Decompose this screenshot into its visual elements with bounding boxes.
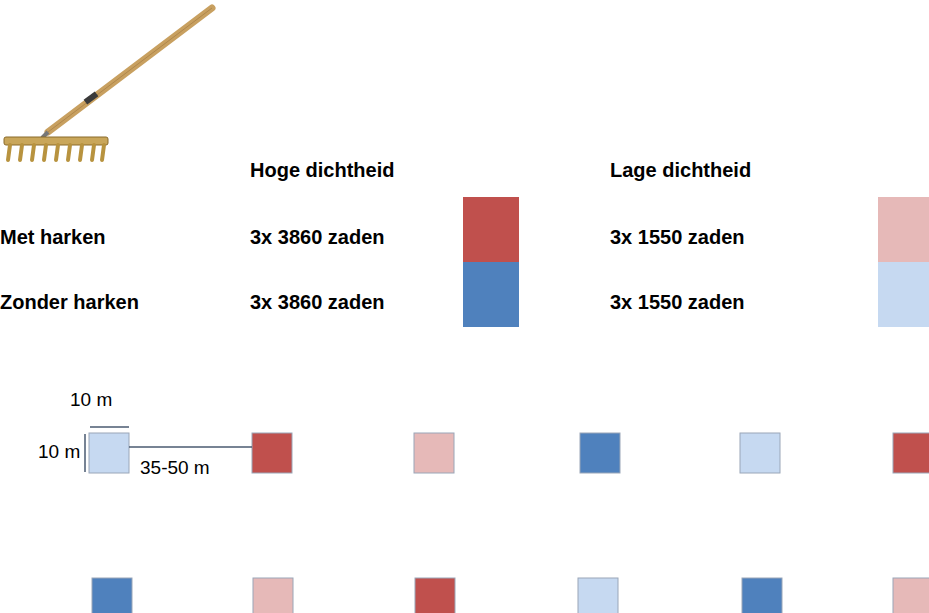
legend-text: 3x 1550 zaden: [610, 290, 745, 314]
dimension-label: 35-50 m: [140, 456, 210, 480]
row-header: Zonder harken: [0, 290, 139, 314]
legend-text: 3x 1550 zaden: [610, 225, 745, 249]
legend-swatch: [878, 197, 929, 262]
dimension-label: 10 m: [38, 440, 80, 464]
legend-swatch: [463, 197, 519, 262]
column-header: Hoge dichtheid: [250, 158, 394, 182]
column-header: Lage dichtheid: [610, 158, 751, 182]
legend-swatch: [878, 262, 929, 327]
plot-layout: [89, 433, 929, 613]
rake-illustration: [4, 8, 212, 160]
legend-text: 3x 3860 zaden: [250, 290, 385, 314]
legend-text: 3x 3860 zaden: [250, 225, 385, 249]
row-header: Met harken: [0, 225, 106, 249]
dimension-label: 10 m: [70, 388, 112, 412]
legend-swatch: [463, 262, 519, 327]
